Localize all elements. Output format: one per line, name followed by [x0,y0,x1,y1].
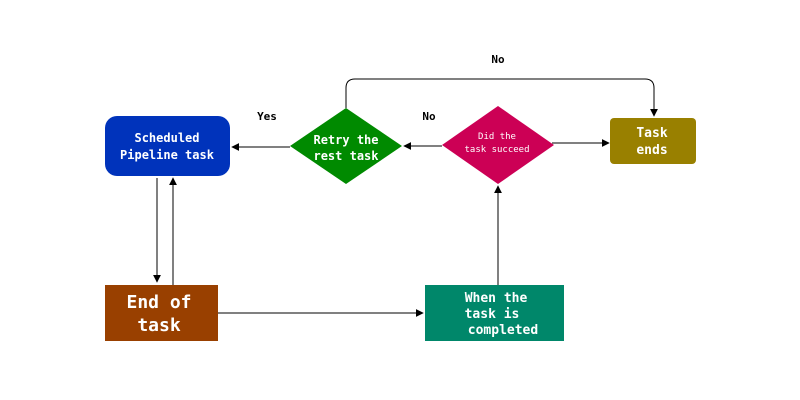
node-end-of-task: End of task [105,285,218,341]
edge-retry-to-task-ends [345,78,658,117]
node-end-of-task-line1: End of [126,292,191,313]
node-end-of-task-line2: task [137,315,181,336]
node-succeed-shape [442,106,554,184]
node-task-ends-line1: Task [636,126,667,141]
node-retry-line2: rest task [313,149,379,163]
node-retry-line1: Retry the [313,133,378,147]
node-succeed-line2: task succeed [464,145,529,155]
edge-label-no-top: No [491,53,505,66]
node-scheduled-line2: Pipeline task [120,148,215,162]
node-when-task-completed: When the task is completed [425,285,564,341]
node-scheduled-pipeline-task: Scheduled Pipeline task [105,116,230,176]
node-task-ends-line2: ends [636,143,667,158]
node-retry-rest-task: Retry the rest task [290,108,402,184]
node-when-completed-shape [425,285,564,341]
node-task-ends: Task ends [610,118,696,164]
node-scheduled-line1: Scheduled [134,131,199,145]
edge-label-yes: Yes [257,110,277,123]
node-did-task-succeed: Did the task succeed [442,106,554,184]
node-succeed-line1: Did the [478,132,516,142]
edge-label-no-mid: No [422,110,436,123]
node-retry-shape [290,108,402,184]
node-scheduled-shape [105,116,230,176]
node-when-completed-line2: task is [465,307,520,322]
node-when-completed-line1: When the [465,291,528,306]
node-when-completed-line3: completed [468,323,538,338]
node-task-ends-shape [610,118,696,164]
node-end-of-task-shape [105,285,218,341]
